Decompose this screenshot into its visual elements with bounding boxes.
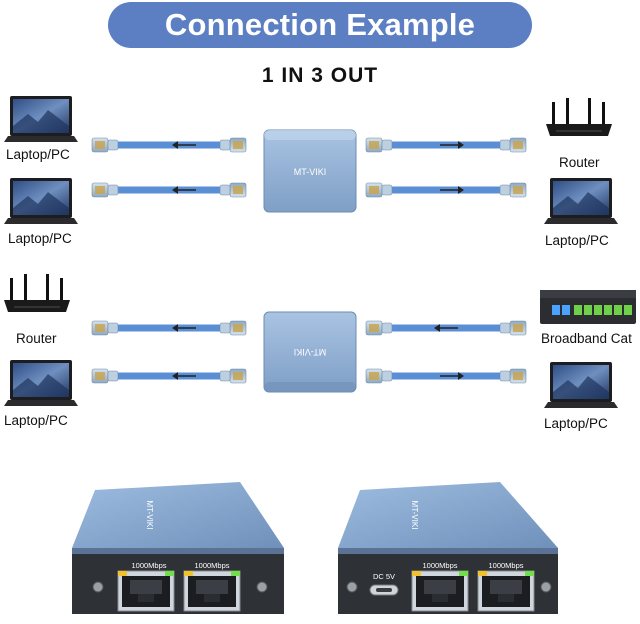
screw-icon [256, 581, 268, 593]
title-banner: Connection Example [108, 2, 532, 48]
splitter-device-bottom: MT-VIKI [263, 311, 357, 393]
screw-icon [346, 581, 358, 593]
label-laptop-pc: Laptop/PC [6, 147, 70, 162]
port-speed-label: 1000Mbps [422, 561, 457, 570]
arrow-left-icon [172, 141, 178, 149]
laptop-icon [544, 362, 618, 408]
router-icon [546, 98, 612, 136]
laptop-icon [4, 96, 78, 142]
brand-text: MT-VIKI [294, 167, 327, 177]
router-icon [4, 274, 70, 312]
arrow-left-icon [172, 324, 178, 332]
power-label: DC 5V [373, 572, 395, 581]
arrow-left-icon [434, 324, 440, 332]
screw-icon [540, 581, 552, 593]
arrow-right-icon [458, 186, 464, 194]
arrow-left-icon [172, 372, 178, 380]
ethernet-port-icon [477, 570, 535, 612]
product-left: MT-VIKI 1000Mbps 1000Mbps [72, 482, 284, 614]
brand-text: MT-VIKI [294, 347, 327, 357]
product-right: MT-VIKI DC 5V 1000Mbps 1000Mbps [338, 482, 558, 614]
cable-right-4 [365, 368, 527, 384]
laptop-icon [4, 360, 78, 406]
label-broadband-cat: Broadband Cat [541, 331, 632, 346]
ethernet-port-icon [411, 570, 469, 612]
switch-icon [540, 290, 636, 324]
cable-right-2 [365, 182, 527, 198]
ethernet-port-icon [183, 570, 241, 612]
subtitle: 1 IN 3 OUT [261, 64, 379, 87]
cable-left-2 [91, 182, 247, 198]
arrow-right-icon [458, 141, 464, 149]
bottom-section: MT-VIKI [4, 274, 636, 408]
label-laptop-pc: Laptop/PC [544, 416, 608, 431]
label-laptop-pc: Laptop/PC [545, 233, 609, 248]
cable-right-1 [365, 137, 527, 153]
label-laptop-pc: Laptop/PC [4, 413, 68, 428]
port-speed-label: 1000Mbps [488, 561, 523, 570]
arrow-left-icon [172, 186, 178, 194]
splitter-device-top: MT-VIKI [263, 129, 357, 213]
label-laptop-pc: Laptop/PC [8, 231, 72, 246]
label-router: Router [559, 155, 600, 170]
laptop-icon [544, 178, 618, 224]
brand-text: MT-VIKI [410, 501, 419, 530]
label-router: Router [16, 331, 57, 346]
cable-left-1 [91, 137, 247, 153]
cable-right-3 [365, 320, 527, 336]
port-speed-label: 1000Mbps [194, 561, 229, 570]
arrow-right-icon [458, 372, 464, 380]
cable-left-3 [91, 320, 247, 336]
port-speed-label: 1000Mbps [131, 561, 166, 570]
screw-icon [92, 581, 104, 593]
ethernet-port-icon [117, 570, 175, 612]
laptop-icon [4, 178, 78, 224]
brand-text: MT-VIKI [145, 501, 154, 530]
cable-left-4 [91, 368, 247, 384]
top-section: MT-VIKI [4, 96, 618, 224]
